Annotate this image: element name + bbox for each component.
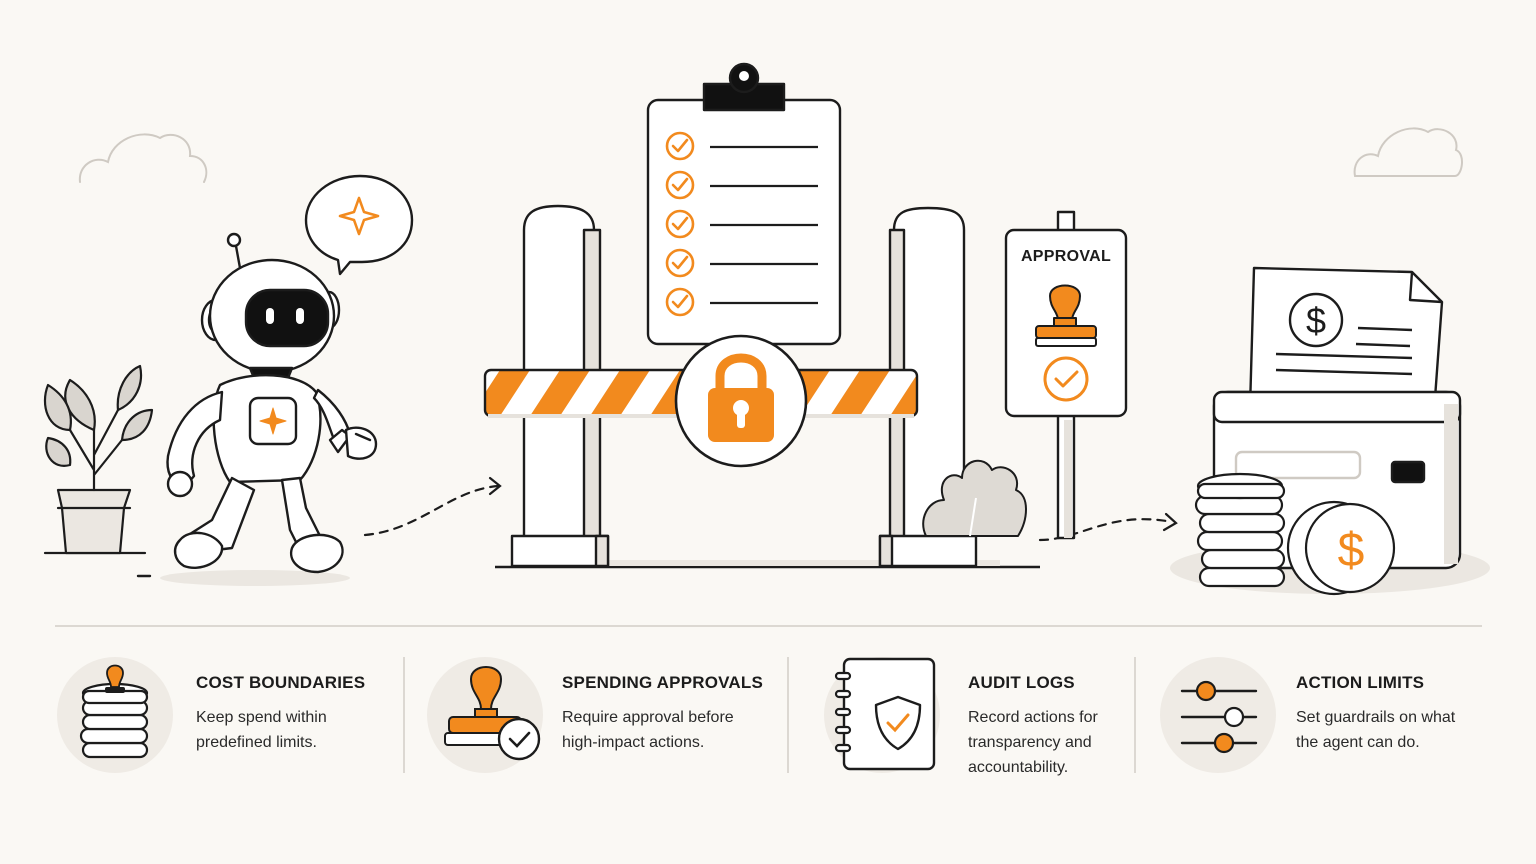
- arrow-head: [488, 476, 502, 496]
- feature-audit-logs: AUDIT LOGS Record actions for transparen…: [822, 657, 1132, 777]
- feature-action-limits: ACTION LIMITS Set guardrails on what the…: [1158, 657, 1488, 777]
- feature-description: Set guardrails on what the agent can do.: [1296, 709, 1456, 751]
- stamp-check-icon: [427, 657, 543, 773]
- shield-notebook-icon: [824, 657, 940, 773]
- feature-description: Record actions for transparency and acco…: [968, 709, 1098, 776]
- speech-bubble-icon: [304, 174, 414, 276]
- feature-description: Require approval before high-impact acti…: [562, 709, 734, 751]
- svg-text:$: $: [1338, 524, 1365, 577]
- feature-title: ACTION LIMITS: [1296, 673, 1425, 692]
- feature-title: COST BOUNDARIES: [196, 673, 366, 692]
- robot-icon: [136, 232, 378, 586]
- column-divider: [403, 657, 405, 773]
- section-divider: [55, 625, 1482, 627]
- feature-cost-boundaries: COST BOUNDARIES Keep spend within predef…: [55, 657, 395, 777]
- cloud-icon: [78, 133, 208, 183]
- feature-spending-approvals: SPENDING APPROVALS Require approval befo…: [425, 657, 775, 777]
- feature-title: SPENDING APPROVALS: [562, 673, 764, 692]
- cloud-icon: [1353, 127, 1463, 177]
- approval-sign-label: APPROVAL: [1020, 248, 1112, 265]
- feature-title: AUDIT LOGS: [968, 673, 1075, 692]
- coin-stack-icon: [57, 657, 173, 773]
- plant-icon: [43, 364, 154, 555]
- arrow-head: [1162, 512, 1178, 532]
- shrub-icon: [922, 459, 1027, 537]
- sliders-icon: [1160, 657, 1276, 773]
- svg-text:$: $: [1306, 300, 1326, 341]
- path-arrow: [363, 484, 500, 537]
- path-arrow: [1038, 518, 1174, 542]
- clipboard-icon: [646, 62, 842, 346]
- illustration-scene: $ $: [43, 62, 1490, 596]
- feature-description: Keep spend within predefined limits.: [196, 709, 327, 751]
- column-divider: [1134, 657, 1136, 773]
- stamp-icon: [1035, 284, 1097, 402]
- padlock-icon: [674, 334, 808, 468]
- coins-icon: $: [1194, 472, 1396, 596]
- column-divider: [787, 657, 789, 773]
